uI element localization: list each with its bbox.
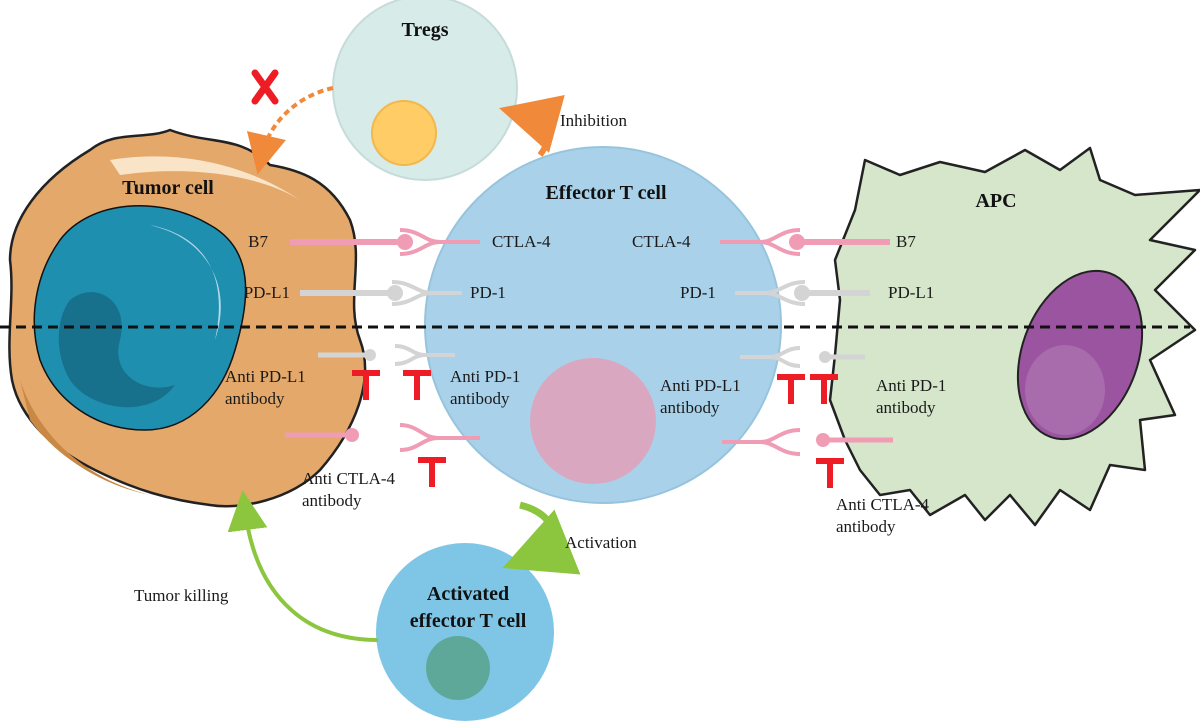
anti-pdl1-right-line1: Anti PD-L1 (660, 376, 741, 395)
activation-arrow (502, 501, 581, 575)
anti-ctla4-right-line1: Anti CTLA-4 (836, 495, 930, 514)
t-shaped-antibody-icon (777, 374, 805, 404)
b7-ctla4-left (290, 228, 480, 256)
pdl1-pd1-left (300, 280, 462, 306)
anti-pd1-left-line2: antibody (450, 389, 510, 408)
pd1-left-label: PD-1 (470, 283, 506, 302)
pdl1-left-label: PD-L1 (244, 283, 290, 302)
apc-cell: APC (828, 146, 1200, 527)
tumor-label: Tumor cell (122, 177, 214, 199)
anti-pd1-left-line1: Anti PD-1 (450, 367, 520, 386)
b7-left-label: B7 (248, 232, 268, 251)
effector-nucleus (530, 358, 656, 484)
anti-ctla4-left-line2: antibody (302, 491, 362, 510)
pdl1-right-label: PD-L1 (888, 283, 934, 302)
tregs-cell: Tregs (332, 0, 518, 181)
ctla4-right-label: CTLA-4 (632, 232, 691, 251)
b7-right-label: B7 (896, 232, 916, 251)
inhibition-label: Inhibition (560, 111, 628, 130)
anti-ctla4-right-line2: antibody (836, 517, 896, 536)
t-shaped-antibody-icon (403, 370, 431, 400)
ctla4-left-label: CTLA-4 (492, 232, 551, 251)
anti-pd1-right-line1: Anti PD-1 (876, 376, 946, 395)
activation-label: Activation (565, 533, 637, 552)
pd1-right-label: PD-1 (680, 283, 716, 302)
tumor-killing-label: Tumor killing (134, 586, 229, 605)
effector-label: Effector T cell (545, 182, 667, 204)
anti-pd1-right-line2: antibody (876, 398, 936, 417)
t-shaped-antibody-icon (816, 458, 844, 488)
anti-pdl1-left-line1: Anti PD-L1 (225, 367, 306, 386)
pd1-pdl1-right (735, 280, 870, 306)
inhibition-arrow (499, 94, 565, 157)
tregs-nucleus (371, 100, 437, 166)
ctla4-b7-blocked-right (722, 428, 893, 456)
activated-label-line2: effector T cell (410, 610, 527, 632)
activated-label-line1: Activated (427, 583, 509, 605)
activated-t-cell: Activated effector T cell (376, 543, 554, 721)
t-shaped-antibody-icon (418, 457, 446, 487)
pdl1-blocked-left (318, 344, 455, 366)
anti-ctla4-left-line1: Anti CTLA-4 (302, 469, 396, 488)
tregs-to-tumor-arrow (246, 86, 334, 175)
tumor-killing-arrow (227, 490, 379, 642)
apc-label: APC (975, 190, 1016, 212)
tregs-label: Tregs (401, 19, 448, 41)
b7-ctla4-blocked-left (285, 423, 480, 452)
anti-pdl1-right-line2: antibody (660, 398, 720, 417)
t-shaped-antibody-icon (810, 374, 838, 404)
tumor-cell: Tumor cell (8, 128, 367, 508)
ctla4-b7-right (720, 228, 890, 256)
red-x-icon (251, 69, 279, 105)
effector-t-cell: Effector T cell (424, 146, 782, 504)
activated-nucleus (426, 636, 490, 700)
t-shaped-antibody-icon (352, 370, 380, 400)
anti-pdl1-left-line2: antibody (225, 389, 285, 408)
pd1-blocked-right (740, 346, 865, 368)
